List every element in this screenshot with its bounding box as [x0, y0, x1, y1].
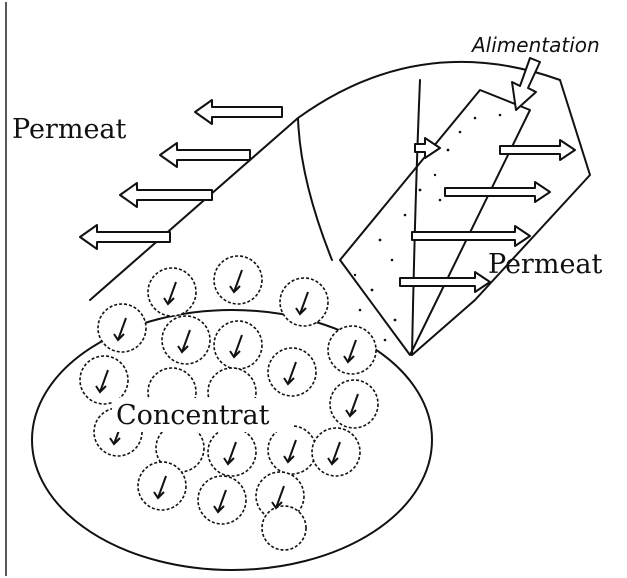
feed-label: Alimentation	[470, 33, 600, 57]
feed-arrow	[512, 58, 540, 110]
feed-channel	[340, 90, 530, 355]
permeate-label-right: Permeat	[488, 249, 603, 280]
permeate-label-left: Permeat	[12, 114, 127, 145]
concentrate-label: Concentrat	[116, 400, 270, 431]
